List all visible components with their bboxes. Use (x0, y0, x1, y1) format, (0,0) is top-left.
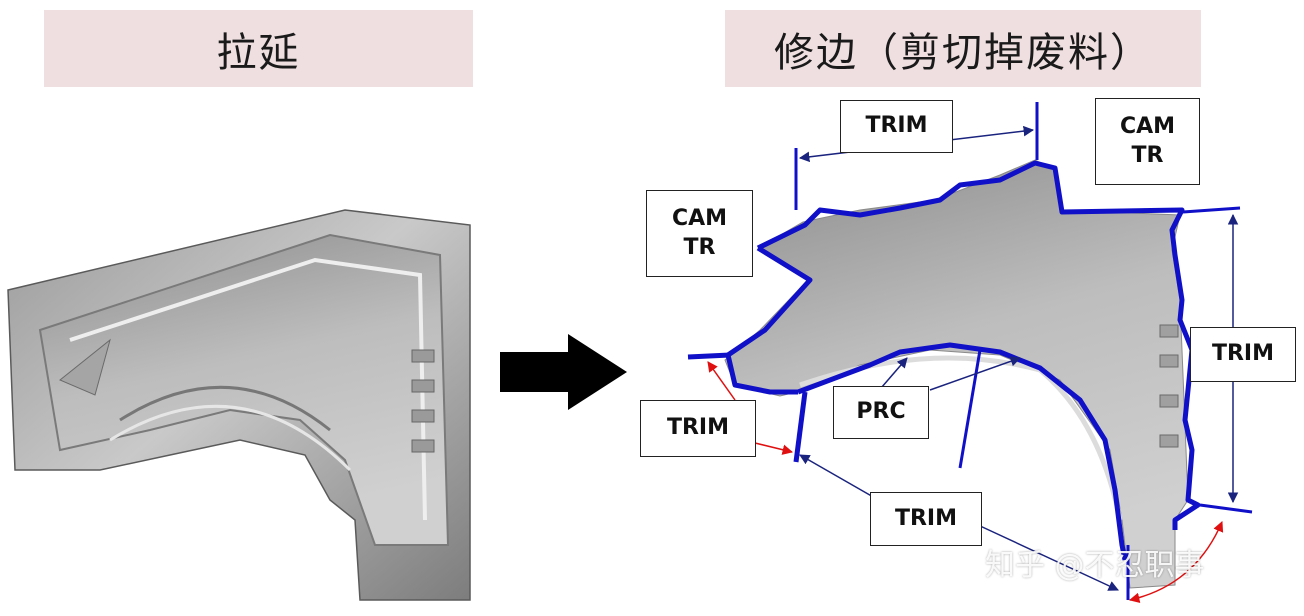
trim-line-outline (687, 160, 1201, 561)
label-cam-tr-right: CAM TR (1095, 98, 1200, 185)
dimension-lines (794, 102, 1253, 600)
title-trim: 修边（剪切掉废料） (725, 10, 1201, 87)
label-trim-left: TRIM (640, 400, 756, 457)
label-prc: PRC (833, 386, 929, 439)
label-trim-right: TRIM (1190, 327, 1296, 382)
label-trim-top: TRIM (840, 100, 953, 153)
drawn-panel-image (7, 209, 471, 601)
red-arrows (707, 361, 1224, 603)
process-arrow (500, 334, 627, 410)
title-draw: 拉延 (44, 10, 473, 87)
watermark-text: 知乎 @不忍职事 (985, 548, 1205, 583)
label-cam-tr-left: CAM TR (646, 190, 753, 277)
label-trim-bottom: TRIM (870, 492, 982, 546)
